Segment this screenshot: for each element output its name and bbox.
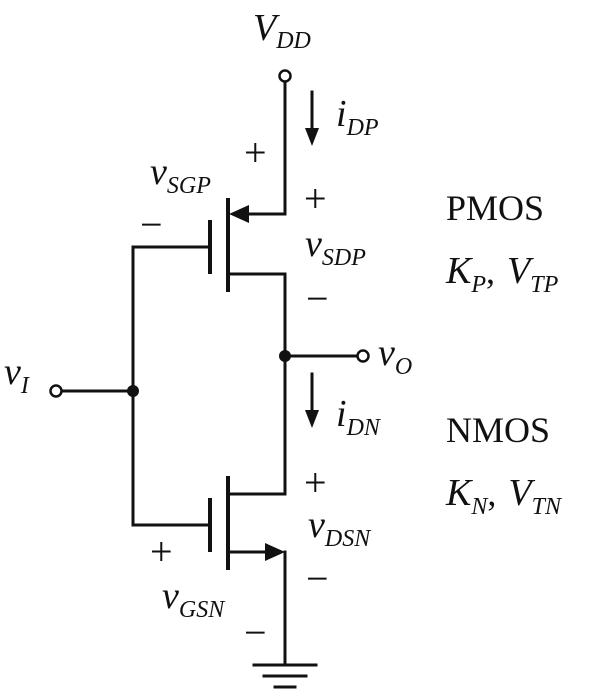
nmos-transistor [208, 476, 287, 570]
vgsn-label: vGSN [162, 575, 226, 623]
vdsn-plus-sign: + [304, 460, 327, 505]
pmos-name: PMOS [446, 188, 544, 228]
nmos-name: NMOS [446, 410, 550, 450]
pmos-params: KP,VTP [445, 250, 559, 298]
pmos-source-arrow [229, 205, 249, 223]
pmos-transistor [208, 198, 287, 292]
vsgp-minus-sign: − [140, 202, 163, 247]
vi-label: vI [4, 351, 30, 399]
idn-label: iDN [336, 393, 382, 441]
vsdp-label: vSDP [305, 223, 366, 271]
vgsn-minus-sign: − [244, 610, 267, 655]
nmos-params: KN,VTN [445, 472, 563, 520]
ground-icon [252, 663, 318, 689]
vsdp-plus-sign: + [304, 176, 327, 221]
vsgp-label: vSGP [150, 151, 211, 199]
idp-arrow-icon [305, 90, 319, 146]
vi-terminal [49, 384, 63, 398]
vsdp-minus-sign: − [306, 276, 329, 321]
vo-label: vO [378, 332, 412, 380]
vgsn-plus-sign: + [150, 529, 173, 574]
vdsn-minus-sign: − [306, 556, 329, 601]
vdd-label: VDD [253, 7, 311, 54]
vdsn-label: vDSN [308, 504, 372, 552]
vdd-terminal [278, 69, 292, 83]
idn-arrow-icon [305, 372, 319, 428]
nmos-source-arrow [265, 543, 285, 561]
vo-terminal [356, 349, 370, 363]
idp-label: iDP [336, 93, 379, 141]
vsgp-plus-sign: + [244, 130, 267, 175]
